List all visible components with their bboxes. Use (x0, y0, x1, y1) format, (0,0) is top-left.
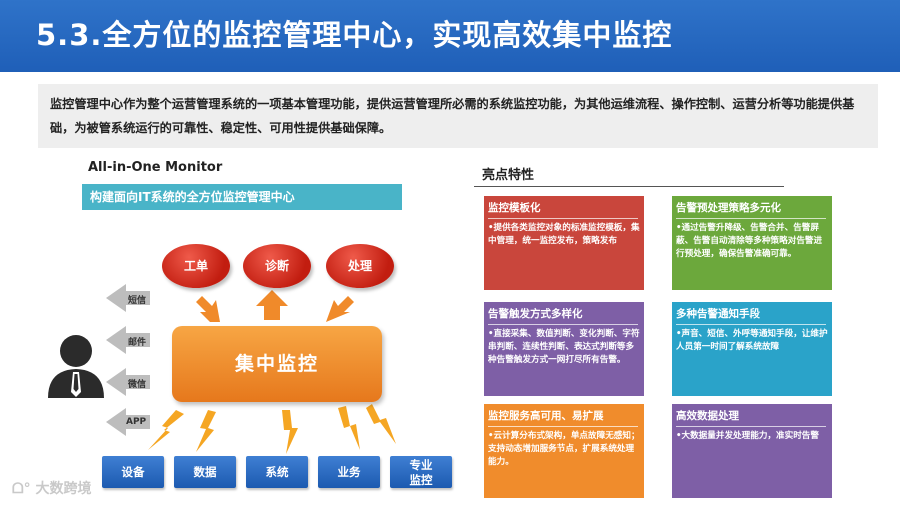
watermark-logo-icon: ᗝ° (12, 481, 31, 497)
output-gongdan: 工单 (162, 244, 230, 288)
card-title: 监控模板化 (488, 202, 541, 214)
card-ha: 监控服务高可用、易扩展 •云计算分布式架构，单点故障无感知；支持动态增加服务节点… (484, 404, 644, 498)
card-title: 多种告警通知手段 (676, 308, 760, 320)
intro-text: 监控管理中心作为整个运营管理系统的一项基本管理功能，提供运营管理所必需的系统监控… (50, 97, 855, 135)
output-zhenduan: 诊断 (243, 244, 311, 288)
title-bar: 5.3.全方位的监控管理中心，实现高效集中监控 (0, 0, 900, 72)
bolt-3 (282, 410, 298, 454)
channel-sms: 短信 (128, 296, 147, 306)
source-system: 系统 (246, 456, 308, 488)
diagram-banner-text: 构建面向IT系统的全方位监控管理中心 (90, 190, 295, 204)
card-divider (676, 426, 826, 427)
up-arrow-right (326, 296, 354, 322)
card-title: 告警触发方式多样化 (488, 308, 583, 320)
card-body: •大数据量并发处理能力，准实时告警 (676, 431, 819, 441)
bolt-4 (338, 406, 360, 450)
watermark: ᗝ° 大数跨境 (12, 478, 92, 498)
card-alarm-preprocess: 告警预处理策略多元化 •通过告警升降级、告警合并、告警屏蔽、告警自动清除等多种策… (672, 196, 832, 290)
card-title: 高效数据处理 (676, 410, 739, 422)
diagram-banner: 构建面向IT系统的全方位监控管理中心 (82, 184, 402, 210)
card-body: •云计算分布式架构，单点故障无感知；支持动态增加服务节点，扩展系统处理能力。 (488, 431, 640, 467)
up-arrow-center (256, 290, 288, 320)
output-chuli: 处理 (326, 244, 394, 288)
channel-app: APP (126, 417, 147, 427)
card-data-processing: 高效数据处理 •大数据量并发处理能力，准实时告警 (672, 404, 832, 498)
intro-box: 监控管理中心作为整个运营管理系统的一项基本管理功能，提供运营管理所必需的系统监控… (38, 84, 878, 148)
source-device: 设备 (102, 456, 164, 488)
page-title: 5.3.全方位的监控管理中心，实现高效集中监控 (36, 18, 673, 52)
card-divider (676, 324, 826, 325)
core-monitor: 集中监控 (172, 326, 382, 402)
channel-mail: 邮件 (128, 338, 147, 348)
up-arrow-left (196, 296, 220, 322)
highlights-divider (474, 186, 784, 187)
card-title: 告警预处理策略多元化 (676, 202, 781, 214)
watermark-text: 大数跨境 (35, 481, 92, 497)
card-template: 监控模板化 •提供各类监控对象的标准监控模板，集中管理，统一监控发布，策略发布 (484, 196, 644, 290)
source-pro: 专业 监控 (390, 456, 452, 488)
channel-wechat: 微信 (128, 380, 147, 390)
bolt-1 (148, 410, 184, 450)
bolt-2 (196, 410, 216, 452)
person-icon (48, 335, 104, 398)
card-divider (676, 218, 826, 219)
card-body: •通过告警升降级、告警合并、告警屏蔽、告警自动清除等多种策略对告警进行预处理，确… (676, 223, 823, 259)
card-title: 监控服务高可用、易扩展 (488, 410, 604, 422)
card-body: •直接采集、数值判断、变化判断、字符串判断、连续性判断、表达式判断等多种告警触发… (488, 329, 640, 365)
source-data: 数据 (174, 456, 236, 488)
bolt-5 (366, 404, 396, 444)
highlights-heading: 亮点特性 (482, 168, 535, 183)
card-divider (488, 426, 638, 427)
card-divider (488, 218, 638, 219)
card-notify: 多种告警通知手段 •声音、短信、外呼等通知手段，让维护人员第一时间了解系统故障 (672, 302, 832, 396)
card-body: •声音、短信、外呼等通知手段，让维护人员第一时间了解系统故障 (676, 329, 828, 352)
card-divider (488, 324, 638, 325)
diagram-heading: All-in-One Monitor (88, 160, 223, 175)
source-business: 业务 (318, 456, 380, 488)
card-body: •提供各类监控对象的标准监控模板，集中管理，统一监控发布，策略发布 (488, 223, 640, 246)
card-trigger: 告警触发方式多样化 •直接采集、数值判断、变化判断、字符串判断、连续性判断、表达… (484, 302, 644, 396)
